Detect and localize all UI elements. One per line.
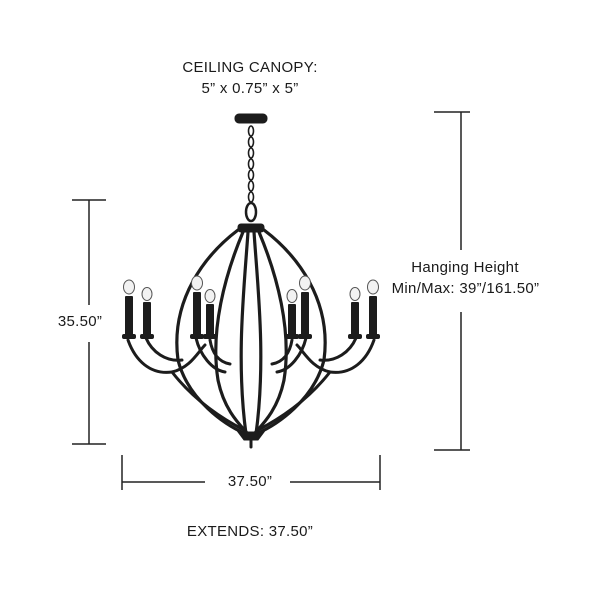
canopy-dimensions: 5” x 0.75” x 5” [201, 80, 299, 97]
candle-arms [126, 336, 376, 432]
width-dimension-label: 37.50” [227, 473, 273, 490]
width-dimension-line [121, 455, 381, 490]
canopy-title: CEILING CANOPY: [182, 59, 318, 76]
bottom-finial [237, 431, 265, 441]
bulbs [123, 275, 379, 303]
extends-label: EXTENDS: 37.50” [186, 523, 314, 540]
hanging-height-value: Min/Max: 39”/161.50” [391, 280, 540, 297]
height-dimension-line [72, 199, 106, 445]
chain [247, 125, 255, 203]
top-cap [237, 223, 265, 233]
candles [122, 292, 380, 339]
height-dimension-label: 35.50” [57, 313, 103, 330]
ceiling-canopy [234, 113, 268, 124]
hanging-loop [244, 201, 258, 223]
hanging-height-label: Hanging Height [411, 259, 519, 276]
hanging-height-dimension-line [434, 111, 470, 451]
chandelier [122, 113, 380, 449]
